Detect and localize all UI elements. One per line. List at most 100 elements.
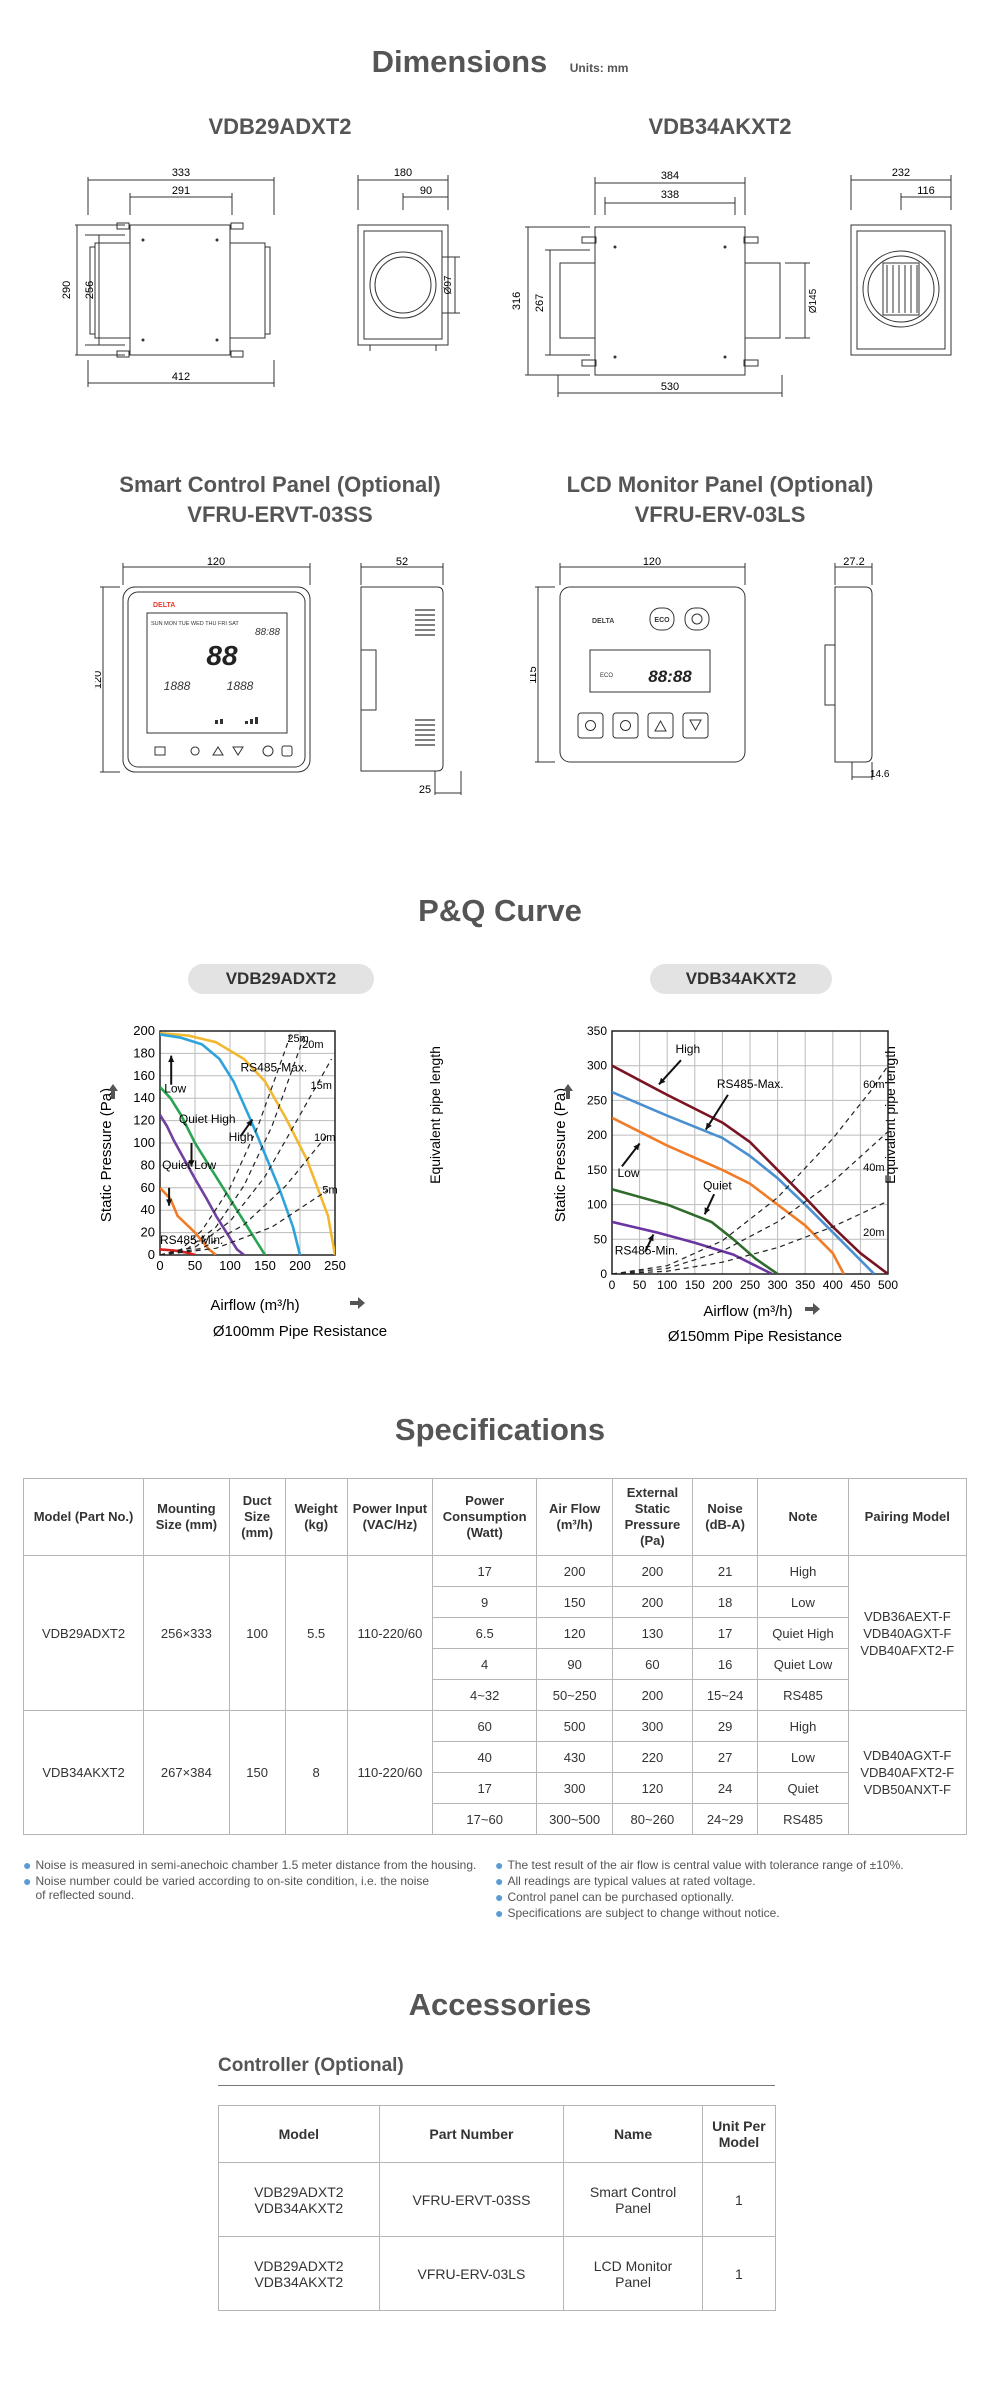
y-tick-label: 180	[133, 1045, 155, 1060]
pipe-label-20m: 20m	[863, 1227, 884, 1239]
specs-value-cell: 16	[691, 1648, 759, 1680]
series-line-20m	[612, 1200, 888, 1274]
chart-a-pipe-label: Equivalent pipe length	[427, 1046, 443, 1184]
chart-b-ylabel: Static Pressure (Pa)	[552, 1088, 569, 1222]
note-item: ●All readings are typical values at rate…	[495, 1874, 975, 1888]
note-text: Control panel can be purchased optionall…	[507, 1890, 735, 1904]
specs-value-cell: 40	[432, 1741, 538, 1773]
specs-value-cell: 17	[432, 1772, 538, 1804]
y-tick-label: 250	[587, 1093, 607, 1107]
model-line: VDB29ADXT2	[254, 2183, 344, 2200]
annotation-high-arrow	[658, 1059, 682, 1086]
a-w-bottom: 412	[172, 371, 190, 383]
accessories-unit: 1	[701, 2162, 777, 2237]
specs-value-cell: 430	[536, 1741, 613, 1773]
series-line-high	[612, 1090, 876, 1274]
note-item: ●The test result of the air flow is cent…	[495, 1858, 975, 1872]
annotation-quiet-arrow	[703, 1193, 716, 1215]
specs-weight-cell: 5.5	[284, 1555, 348, 1711]
specs-value-cell: High	[757, 1710, 849, 1742]
pairing-model: VDB40AGXT-F	[863, 1748, 952, 1763]
b-dia: Ø145	[808, 288, 819, 313]
pipe-label-20m: 20m	[302, 1039, 323, 1051]
pairing-model: VDB40AFXT2-F	[860, 1642, 955, 1658]
model-line: VDB34AKXT2	[254, 2199, 344, 2216]
smart-panel-side-drawing: 52 25	[360, 556, 462, 796]
specs-power-cell: 110-220/60	[346, 1710, 434, 1835]
specs-value-cell: 24	[691, 1772, 759, 1804]
lcd-w: 120	[643, 556, 661, 568]
accessories-part: VFRU-ERV-03LS	[378, 2236, 565, 2311]
b-w-bottom: 530	[661, 381, 679, 393]
accessories-name: LCD Monitor Panel	[563, 2236, 703, 2311]
specs-value-cell: Low	[757, 1586, 849, 1618]
annotation-quiet-low-arrow	[166, 1187, 173, 1206]
series-line-rs485-min-	[612, 1220, 773, 1274]
specs-header: Model (Part No.)	[22, 1478, 145, 1556]
a-side-w-inner: 90	[420, 185, 432, 197]
smart-panel-heading: Smart Control Panel (Optional) VFRU-ERVT…	[60, 470, 500, 530]
pairing-model: VDB36AEXT-F	[863, 1608, 951, 1624]
specs-notes-right: ●The test result of the air flow is cent…	[495, 1858, 975, 1920]
x-tick-label: 350	[795, 1278, 815, 1292]
specs-value-cell: 150	[536, 1586, 613, 1618]
note-item: ●Specifications are subject to change wi…	[495, 1906, 975, 1920]
chart-a-up-arrow-icon	[108, 1084, 118, 1099]
y-tick-label: 0	[600, 1267, 607, 1281]
b-side-w-inner: 116	[917, 185, 935, 197]
specs-header: Weight (kg)	[284, 1478, 348, 1556]
a-side-w: 180	[394, 167, 412, 179]
chart-b-caption: Ø150mm Pipe Resistance	[668, 1328, 842, 1345]
specs-value-cell: 300	[536, 1772, 613, 1804]
specs-weight-cell: 8	[284, 1710, 348, 1835]
accessories-header-row: Model Part Number Name Unit Per Model	[218, 2105, 777, 2163]
x-tick-label: 50	[633, 1278, 647, 1292]
specs-value-cell: 17~60	[432, 1803, 538, 1835]
a-h-inner: 256	[84, 281, 96, 299]
lcd-eco-button: ECO	[654, 617, 670, 624]
specs-value-cell: 15~24	[691, 1679, 759, 1711]
x-tick-label: 400	[823, 1278, 843, 1292]
lcd-depth: 27.2	[843, 556, 864, 568]
specs-header: Power Consumption (Watt)	[432, 1478, 538, 1556]
smart-days: SUN MON TUE WED THU FRI SAT	[151, 621, 239, 627]
accessories-header: Name	[563, 2105, 703, 2163]
specs-header-row: Model (Part No.) Mounting Size (mm) Duct…	[22, 1478, 968, 1556]
smart-panel-model: VFRU-ERVT-03SS	[187, 502, 373, 527]
note-item: ●Noise number could be varied according …	[23, 1874, 433, 1902]
smart-display-small: 88:88	[255, 627, 280, 638]
bullet-icon: ●	[495, 1873, 504, 1889]
model-a-front-drawing: 333 291 412 290 256	[61, 167, 275, 387]
x-tick-label: 250	[740, 1278, 760, 1292]
specs-value-cell: 29	[691, 1710, 759, 1742]
lcd-panel-front-drawing: 120 115 DELTA ECO ECO 88:88	[530, 556, 746, 763]
specs-mounting-cell: 256×333	[143, 1555, 230, 1711]
y-tick-label: 60	[141, 1180, 155, 1195]
x-tick-label: 200	[289, 1258, 311, 1273]
chart-a-xlabel: Airflow (m³/h)	[210, 1297, 299, 1314]
pairing-model: VDB40AGXT-F	[863, 1625, 952, 1641]
specs-notes-left: ●Noise is measured in semi-anechoic cham…	[23, 1858, 493, 1902]
series-line-quiet-high	[160, 1114, 245, 1255]
accessories-header: Part Number	[378, 2105, 565, 2163]
note-item: ●Control panel can be purchased optional…	[495, 1890, 975, 1904]
bullet-icon: ●	[495, 1905, 504, 1921]
note-text: Noise number could be varied according t…	[35, 1874, 430, 1902]
model-a-title: VDB29ADXT2	[208, 114, 352, 139]
series-group	[160, 1031, 335, 1255]
specs-value-cell: 500	[536, 1710, 613, 1742]
pipe-label-40m: 40m	[863, 1162, 884, 1174]
b-h-inner: 267	[534, 294, 546, 312]
model-a-side-drawing: 180 90 Ø97	[357, 167, 460, 351]
y-tick-label: 100	[587, 1198, 607, 1212]
pq-model-a-pill: VDB29ADXT2	[188, 964, 374, 994]
annotation-quiet-high-arrow	[188, 1143, 195, 1167]
accessories-part: VFRU-ERVT-03SS	[378, 2162, 565, 2237]
